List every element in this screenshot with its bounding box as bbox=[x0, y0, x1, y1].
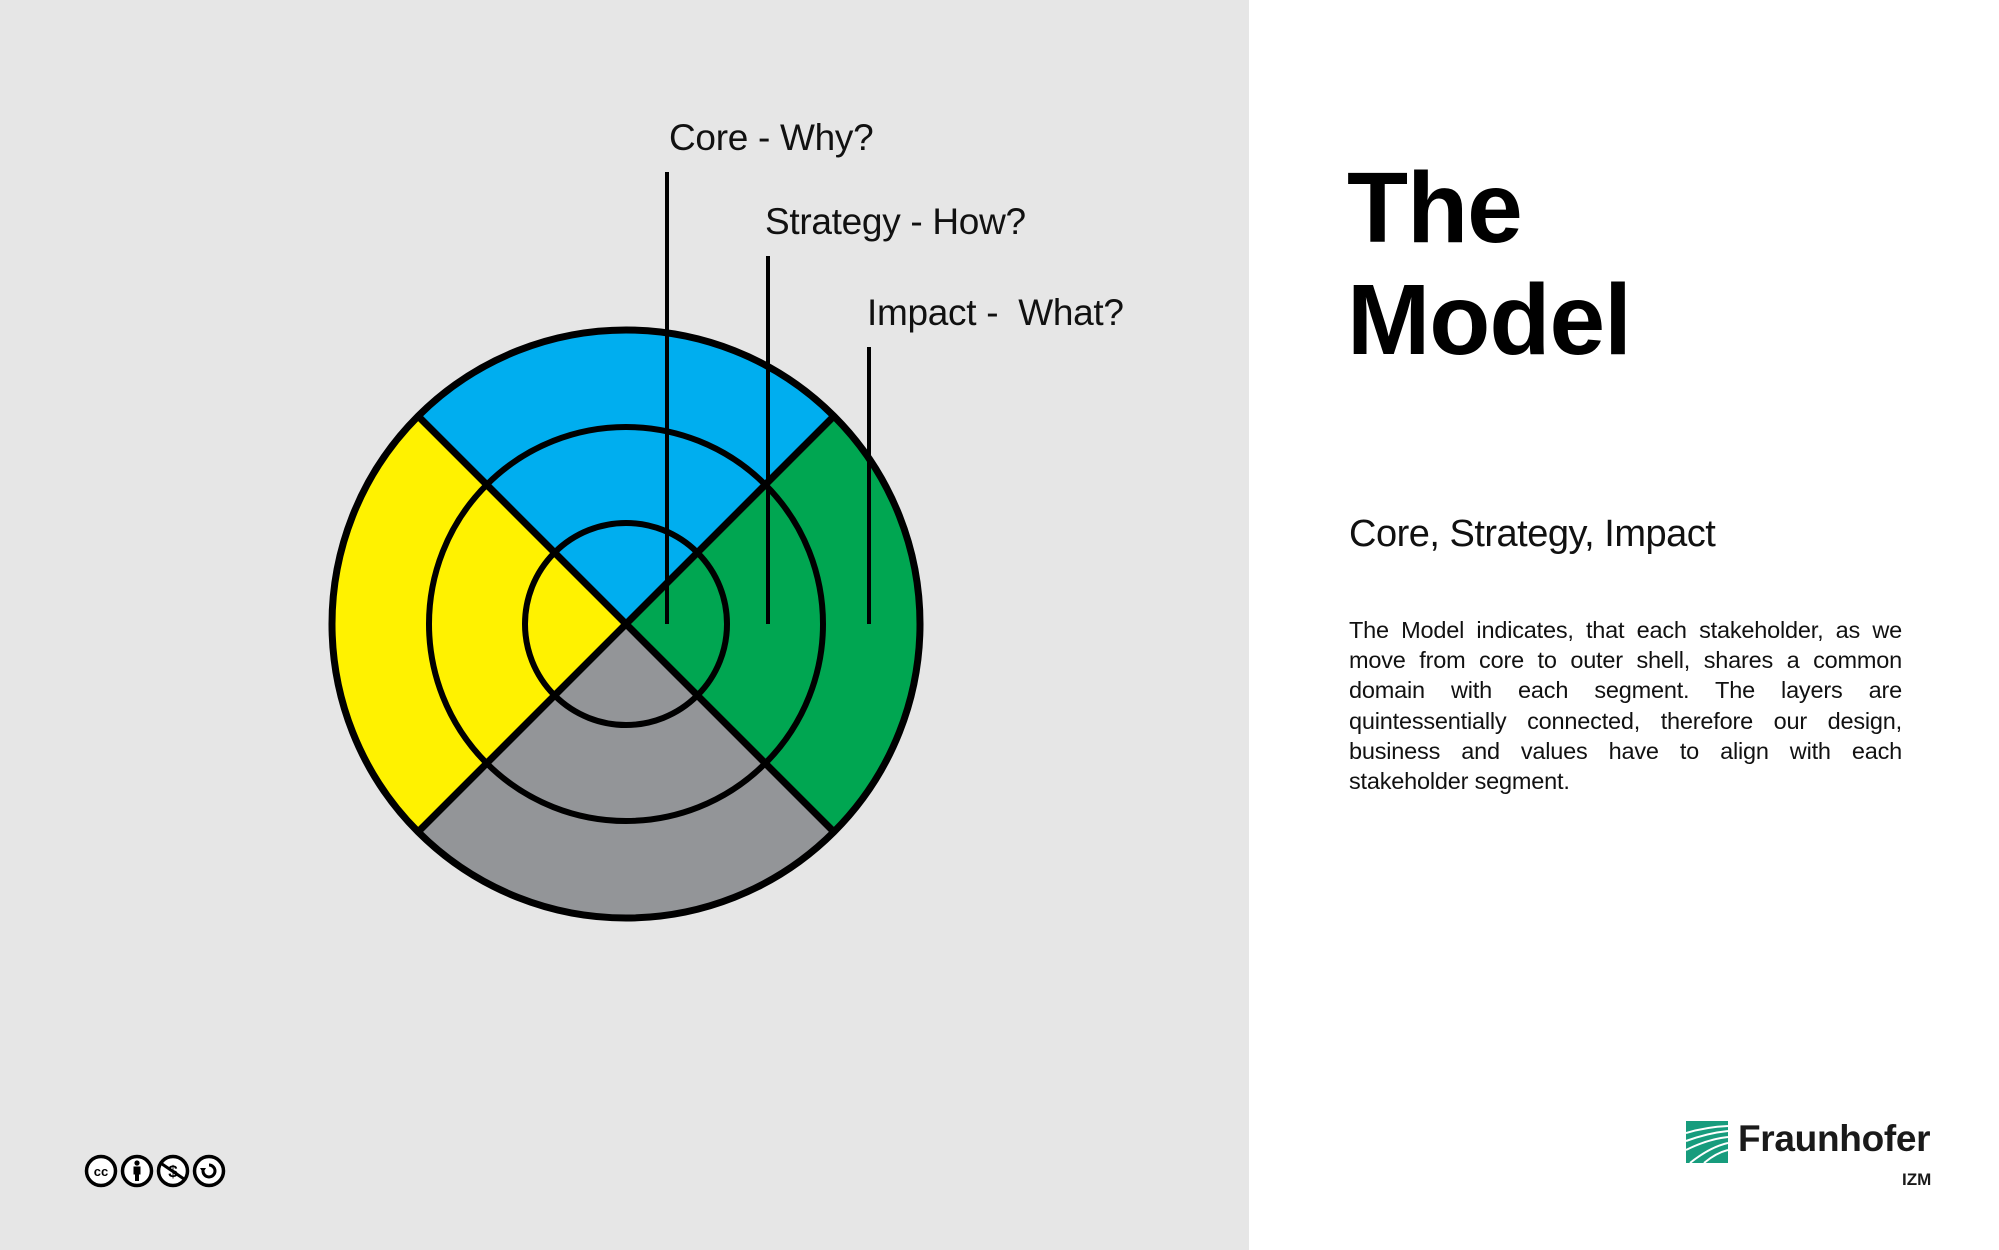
page-title: The Model bbox=[1347, 152, 1632, 376]
share-alike-icon bbox=[192, 1154, 226, 1188]
section-subtitle: Core, Strategy, Impact bbox=[1349, 513, 1716, 555]
ring-core bbox=[522, 520, 730, 728]
logo-wordmark: Fraunhofer bbox=[1738, 1118, 1931, 1159]
by-attribution-icon bbox=[120, 1154, 154, 1188]
fraunhofer-logo: Fraunhofer IZM bbox=[1686, 1118, 1946, 1198]
segment-top bbox=[330, 328, 922, 624]
label-core: Core - Why? bbox=[669, 117, 874, 158]
segment-left bbox=[330, 328, 626, 920]
ring-impact bbox=[328, 326, 924, 922]
title-line-2: Model bbox=[1347, 264, 1632, 376]
label-impact: Impact - What? bbox=[867, 292, 1124, 333]
non-commercial-icon: $ bbox=[156, 1154, 190, 1188]
description-paragraph: The Model indicates, that each stakehold… bbox=[1349, 617, 1902, 795]
logo-institute: IZM bbox=[1902, 1170, 1932, 1189]
ring-strategy bbox=[426, 424, 826, 824]
label-strategy: Strategy - How? bbox=[765, 201, 1026, 242]
text-panel bbox=[1249, 0, 1999, 1250]
fraunhofer-mark-icon bbox=[1686, 1121, 1728, 1163]
segment-bottom bbox=[330, 624, 922, 920]
svg-text:cc: cc bbox=[94, 1164, 108, 1179]
cc-icon: cc bbox=[84, 1154, 118, 1188]
model-diagram bbox=[328, 172, 924, 922]
license-badges: cc $ bbox=[84, 1154, 226, 1188]
title-line-1: The bbox=[1347, 152, 1523, 264]
segment-right bbox=[626, 328, 922, 920]
